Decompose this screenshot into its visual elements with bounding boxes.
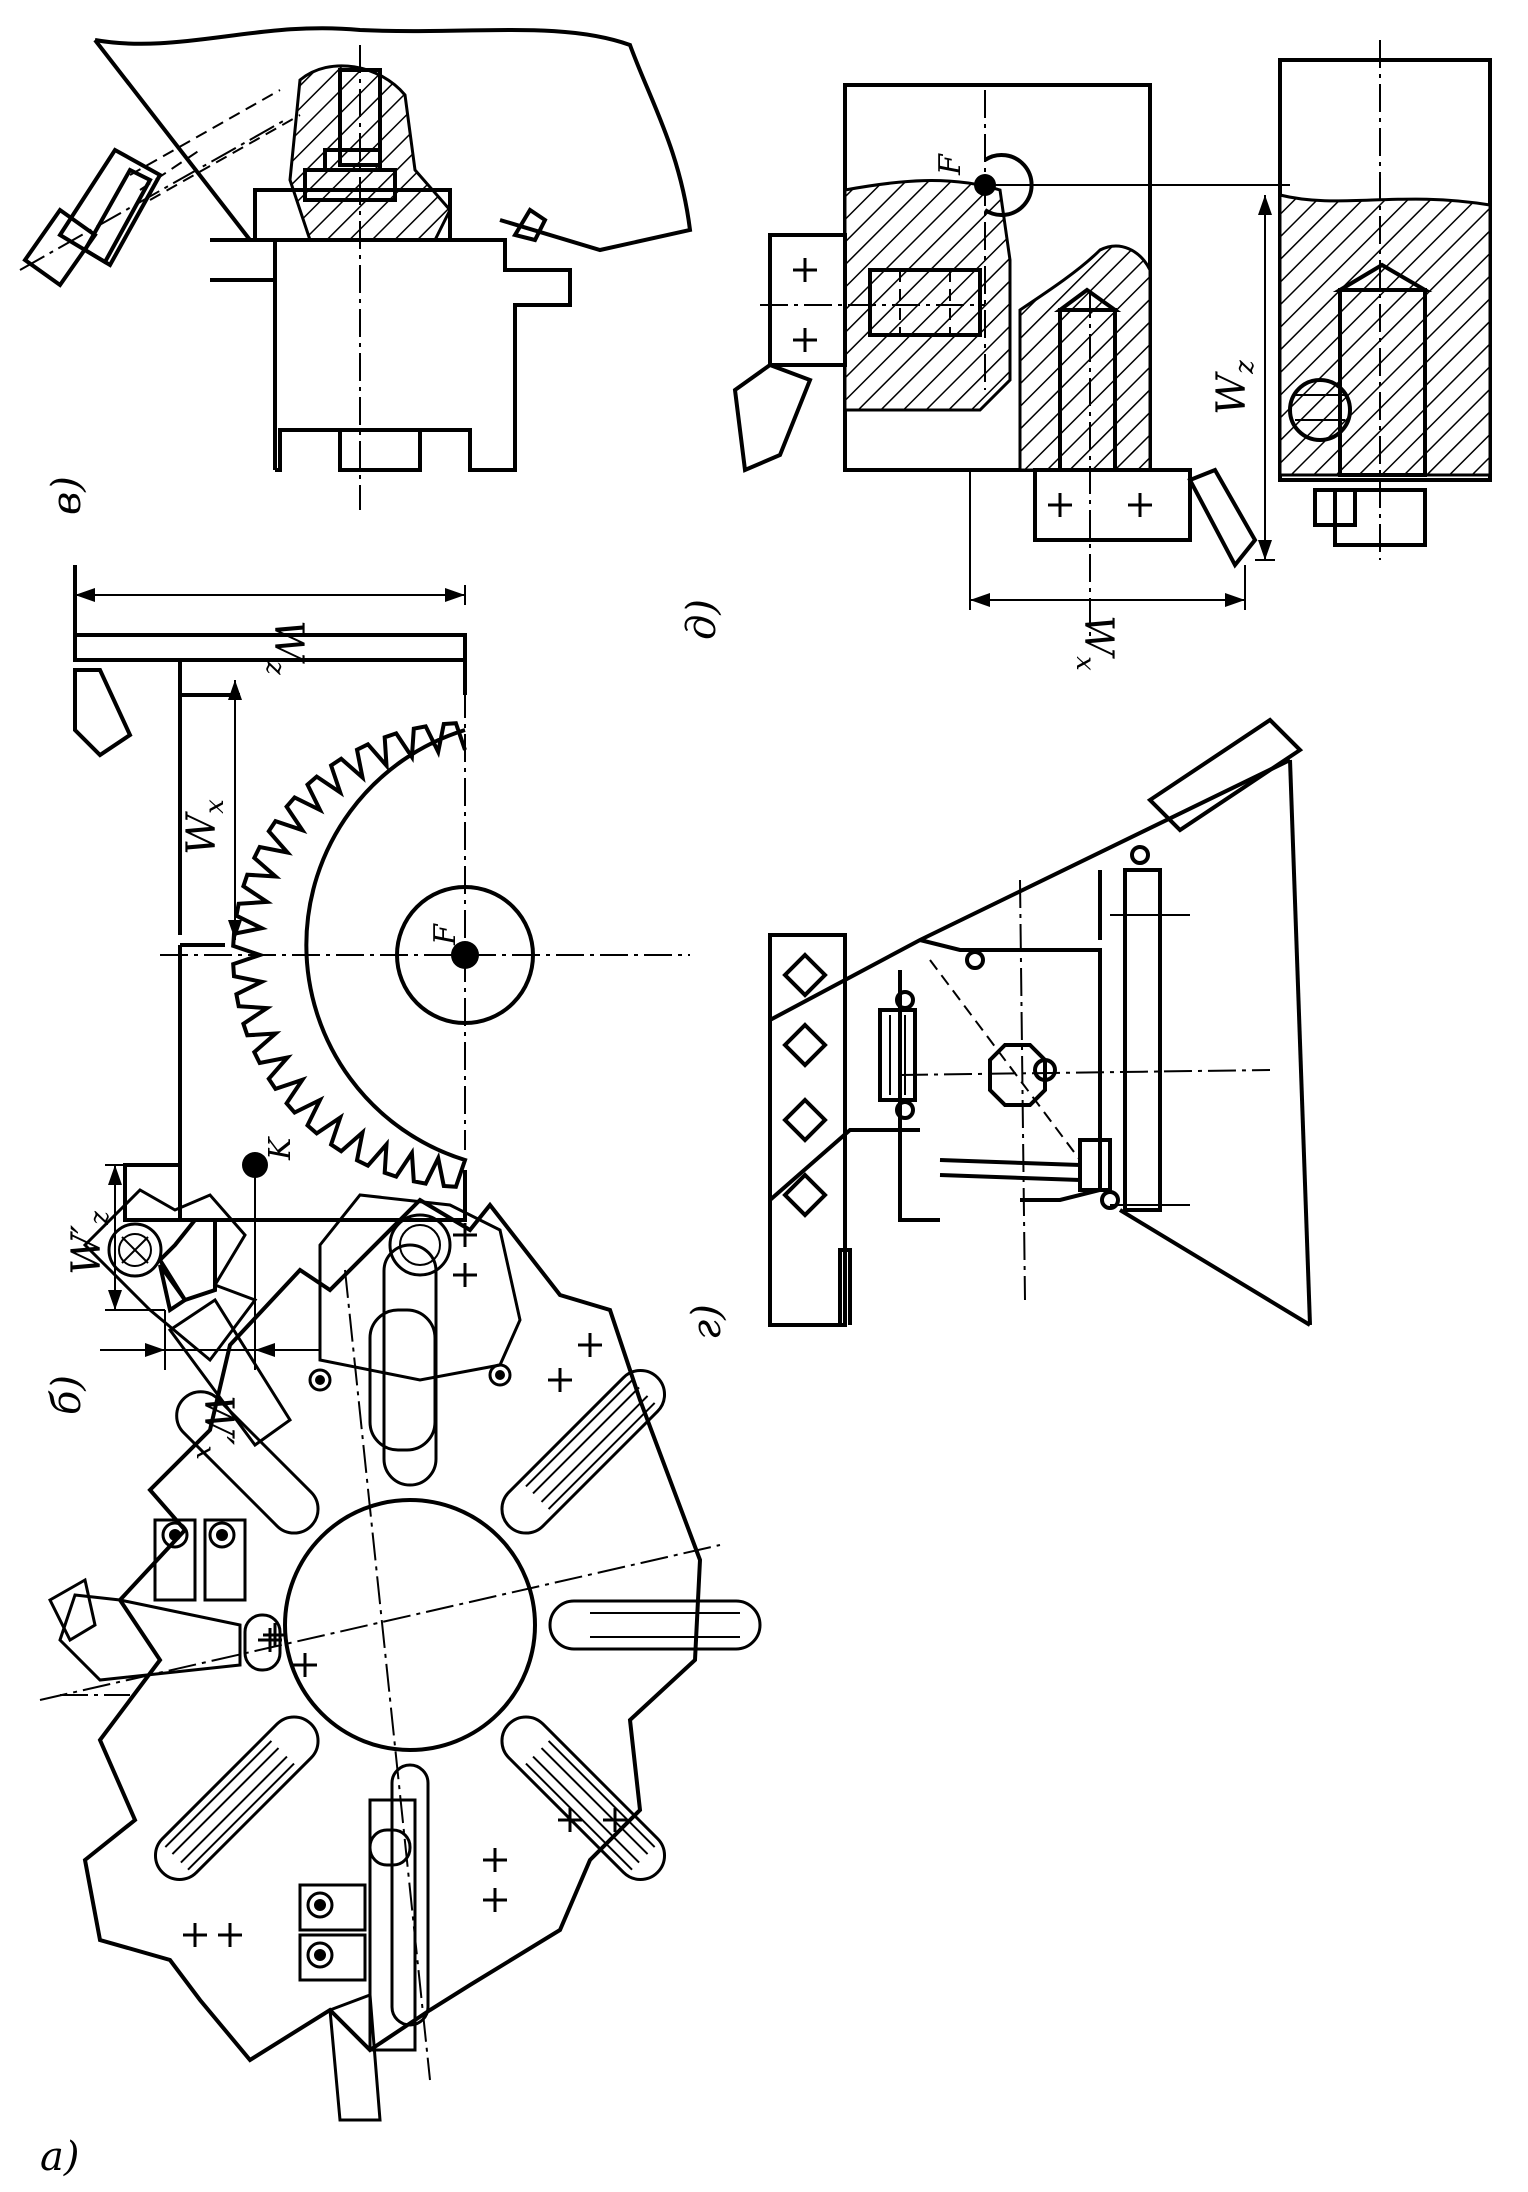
upper-left-tool-block (768, 233, 847, 367)
radial-tool-slots (153, 1243, 762, 2027)
cutting-tool-bottom (123, 1152, 268, 1314)
fixture-horizontal-axis (899, 1069, 1271, 1076)
carrier-slot (878, 1008, 917, 1102)
worm-gear-circle (1288, 378, 1352, 442)
panel-v-label: в) (44, 476, 90, 515)
panel-d-two-sections: Wz Wx F д) (679, 40, 1492, 671)
holder-body-outline (210, 238, 572, 472)
angled-boring-bar (22, 89, 301, 288)
left-boring-bar (48, 1518, 282, 1682)
panel-g-label: г) (684, 1304, 730, 1340)
dim-wz-label-d: Wz (1209, 360, 1260, 415)
dim-wx-prime-label: W′x (190, 1395, 241, 1460)
point-f-label-d: F (933, 153, 968, 176)
fixture-vertical-axis (1019, 879, 1026, 1301)
panel-b-gear-positioning: Wz Wx W′z W′x F K б) (44, 565, 690, 1460)
panel-d-dimension-lines (969, 184, 1290, 610)
tool-holder-upper-right (308, 1193, 522, 1452)
turret-axis-2 (344, 1269, 431, 2081)
tool-block-outline (178, 945, 467, 1222)
dim-wz-prime-label: W′z (64, 1211, 115, 1275)
point-f-label: F (428, 923, 463, 946)
bottom-tool-block (1033, 468, 1192, 542)
panel-b-label: б) (44, 1375, 90, 1415)
vertical-plate (1123, 868, 1162, 1212)
screw-nut (1078, 1138, 1112, 1192)
hatched-section (288, 64, 452, 242)
machine-body-outline (94, 26, 693, 253)
holder-angled-axis (19, 119, 286, 271)
central-bore-circle (283, 1498, 537, 1752)
panel-v-angled-holder: в) (19, 26, 693, 515)
fixture-left-frame (768, 935, 852, 1327)
dim-wx-label: Wx (179, 799, 230, 855)
hex-bolt (988, 1043, 1047, 1107)
point-k-label: K (263, 1136, 298, 1161)
panel-g-tilted-fixture: г) (684, 717, 1312, 1340)
turret-axis-1 (39, 1544, 721, 1701)
dim-wx-label-d: Wx (1070, 615, 1121, 671)
panel-d-label: д) (679, 599, 725, 640)
upper-block-hatched-section (843, 179, 1012, 412)
dim-wz-label: Wz (260, 620, 311, 675)
dimension-lines (74, 585, 466, 1370)
panel-a-label: а) (40, 2134, 79, 2180)
diamond-markers (782, 952, 828, 1218)
panel-a-turret-head: а) (39, 1188, 762, 2180)
fastener-marks (181, 1221, 629, 1949)
tool-holder-upper-left (82, 1188, 293, 1448)
bottom-boring-bar (298, 1798, 417, 2122)
